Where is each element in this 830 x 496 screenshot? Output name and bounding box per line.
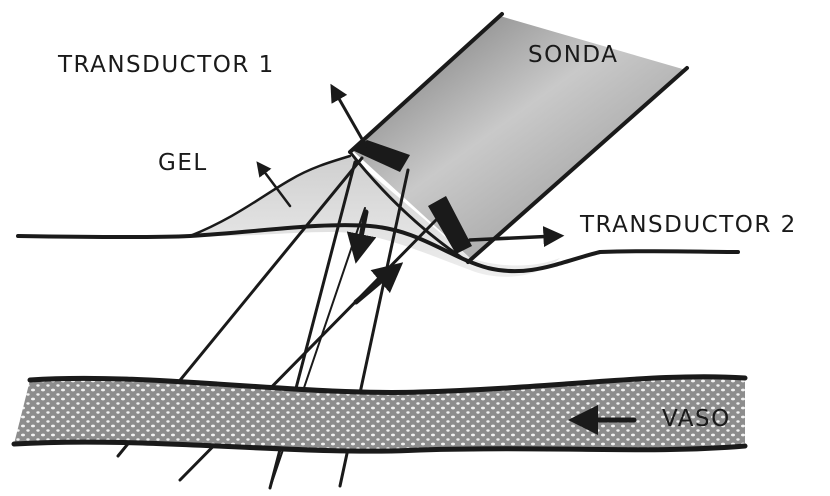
transducer-2-label: TRANSDUCTOR 2 bbox=[579, 212, 797, 238]
vessel-body bbox=[14, 377, 745, 451]
probe-label: SONDA bbox=[528, 42, 618, 68]
vessel-label: VASO bbox=[662, 406, 731, 432]
reflected-wave-arrow bbox=[356, 270, 394, 302]
transducer-1-label: TRANSDUCTOR 1 bbox=[57, 52, 275, 78]
transducer-1-arrow bbox=[334, 90, 366, 146]
gel-label: GEL bbox=[158, 150, 208, 176]
